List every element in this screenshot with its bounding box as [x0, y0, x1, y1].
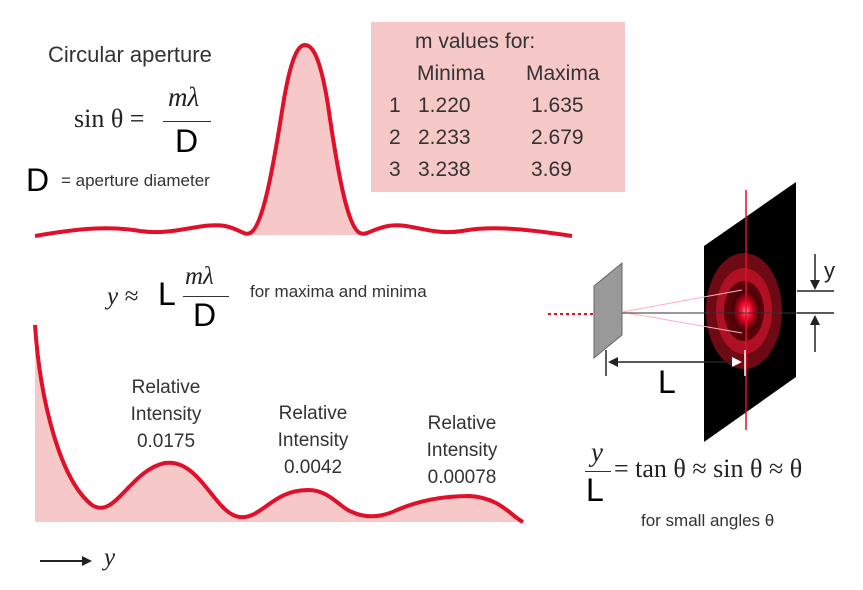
peak-label-value: 0.0175	[136, 431, 196, 452]
beam-cone-upper	[621, 289, 743, 313]
row-m: 1	[389, 94, 401, 117]
bottom-fraction-bar	[585, 471, 611, 472]
beam-cone-lower	[621, 311, 743, 334]
bottom-denominator: L	[586, 472, 604, 508]
bottom-rhs: = tan θ ≈ sin θ ≈ θ	[614, 454, 803, 483]
mid-denominator: D	[193, 297, 217, 333]
peak-label-line2: Intensity	[426, 440, 498, 461]
peak-label-value: 0.00078	[427, 467, 497, 488]
top-denominator: D	[175, 123, 199, 159]
d-description: = aperture diameter	[61, 171, 210, 190]
aperture-plate	[593, 261, 623, 360]
y-dim-up-head	[810, 315, 820, 325]
peak-label-line2: Intensity	[277, 430, 349, 451]
L-dim-arrow-left	[608, 357, 618, 367]
peak-label-2: Relative Intensity 0.0042	[260, 400, 366, 481]
airy-central-fill	[248, 45, 360, 235]
peak-label-line1: Relative	[427, 413, 497, 434]
row-minima: 3.238	[418, 158, 471, 181]
peak-label-line1: Relative	[131, 377, 201, 398]
row-minima: 2.233	[418, 126, 471, 149]
peak-label-line2: Intensity	[130, 404, 202, 425]
setup-L-label: L	[658, 364, 676, 400]
y-axis-arrow-head	[82, 556, 92, 566]
setup-y-label: y	[824, 258, 835, 283]
mid-lhs: y ≈	[107, 283, 139, 310]
top-numerator: mλ	[168, 82, 200, 112]
y-dim-down-head	[810, 280, 820, 290]
col-header-maxima: Maxima	[526, 62, 600, 85]
y-axis-label: y	[104, 544, 116, 571]
airy-secondary-fill	[35, 325, 523, 522]
mid-numerator: mλ	[185, 263, 214, 290]
mid-L: L	[158, 276, 176, 312]
row-maxima: 3.69	[531, 158, 572, 181]
row-m: 2	[389, 126, 401, 149]
mid-note: for maxima and minima	[250, 282, 427, 301]
row-minima: 1.220	[418, 94, 471, 117]
row-maxima: 1.635	[531, 94, 584, 117]
table-header: m values for:	[415, 30, 536, 53]
peak-label-3: Relative Intensity 0.00078	[405, 410, 519, 491]
mid-fraction-bar	[183, 296, 229, 297]
d-symbol: D	[26, 162, 50, 198]
L-dim-arrow-right	[732, 357, 742, 367]
row-maxima: 2.679	[531, 126, 584, 149]
top-fraction-bar	[163, 121, 211, 122]
m-values-table: m values for: Minima Maxima 1 1.220 1.63…	[371, 22, 625, 192]
row-m: 3	[389, 158, 401, 181]
airy-top-curve	[34, 43, 573, 238]
airy-secondary-curve	[33, 324, 525, 524]
aperture-title: Circular aperture	[48, 42, 212, 67]
peak-label-value: 0.0042	[283, 457, 343, 478]
peak-label-1: Relative Intensity 0.0175	[113, 374, 219, 455]
peak-label-line1: Relative	[278, 403, 348, 424]
sin-theta-lhs: sin θ =	[74, 104, 145, 133]
bottom-numerator: y	[591, 437, 603, 467]
col-header-minima: Minima	[417, 62, 485, 85]
small-angles-note: for small angles θ	[641, 511, 775, 530]
